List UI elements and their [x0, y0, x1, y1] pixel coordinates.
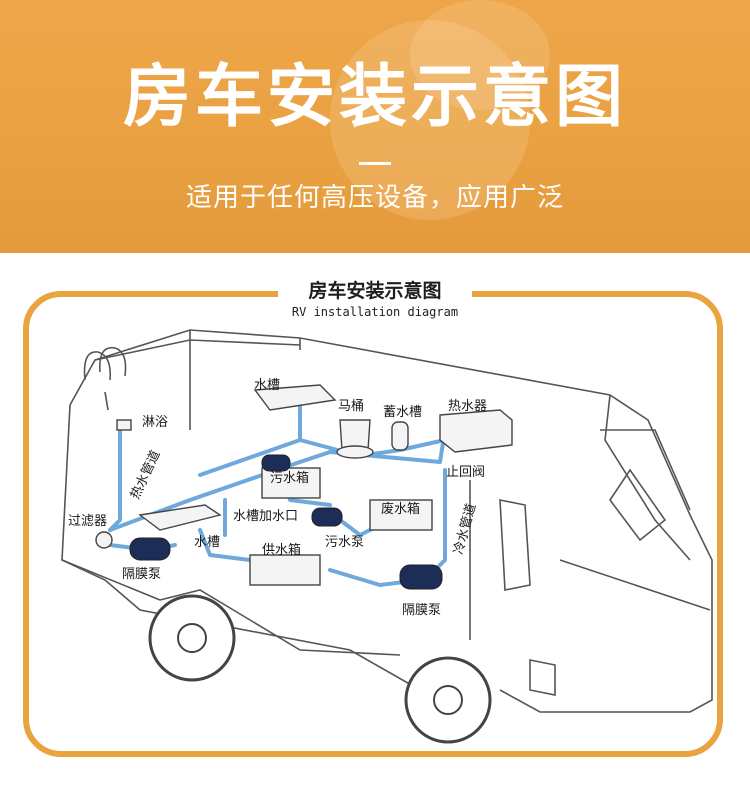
sewage-tank-icon: [261, 467, 321, 499]
filter-icon: [95, 531, 113, 549]
diaphragm-pump-left-icon: [129, 537, 171, 561]
rv-components: [95, 384, 513, 586]
storage-tank-icon: [391, 421, 409, 451]
diagram-title-en: RV installation diagram: [291, 305, 459, 319]
label-water-heater: 热水器: [448, 399, 487, 414]
pumps: [129, 454, 443, 590]
shower-head-icon: [116, 419, 132, 431]
front-wheel-hub: [177, 623, 207, 653]
sink-bottom-icon: [138, 504, 222, 531]
banner-subtitle: 适用于任何高压设备，应用广泛: [185, 183, 564, 213]
rv-wheels: [148, 594, 492, 744]
waste-tank-icon: [369, 499, 433, 531]
label-waste-tank: 废水箱: [381, 501, 420, 517]
label-diaphragm-pump-left: 隔膜泵: [122, 567, 161, 582]
label-hot-water-pipe: 热水管道: [128, 448, 164, 501]
label-check-valve: 止回阀: [446, 465, 485, 480]
sink-top-icon: [253, 384, 337, 411]
label-sink-bottom: 水槽: [194, 535, 220, 550]
label-toilet: 马桶: [338, 399, 364, 414]
supply-tank-icon: [249, 554, 321, 586]
banner-title: 房车安装示意图: [122, 58, 627, 137]
label-filter: 过滤器: [68, 514, 107, 529]
label-cold-water-pipe: 冷水管道: [451, 502, 479, 556]
label-sink-inlet: 水槽加水口: [233, 509, 298, 524]
label-sewage-pump: 污水泵: [325, 535, 364, 550]
banner-pump-watermark: [330, 20, 530, 220]
toilet-bowl-icon: [336, 445, 374, 459]
rv-body: [61, 329, 713, 713]
label-supply-tank: 供水箱: [262, 542, 301, 558]
diagram-title-zh: 房车安装示意图: [308, 280, 442, 302]
sewage-pump-icon: [311, 507, 343, 527]
label-sink-top: 水槽: [254, 378, 280, 393]
label-diaphragm-pump-right: 隔膜泵: [402, 603, 441, 618]
diaphragm-pump-right-icon: [399, 564, 443, 590]
banner-divider: [359, 162, 391, 165]
rear-wheel-hub: [433, 685, 463, 715]
label-sewage-tank: 污水箱: [270, 470, 309, 486]
sink-inlet-pump-icon: [261, 454, 291, 472]
label-shower: 淋浴: [142, 415, 168, 430]
label-storage-tank: 蓄水槽: [383, 405, 422, 420]
diagram-title-block: 房车安装示意图 RV installation diagram: [278, 278, 472, 328]
top-banner: 房车安装示意图 适用于任何高压设备，应用广泛: [0, 0, 750, 253]
banner-pump-watermark-2: [410, 0, 550, 110]
water-heater-icon: [439, 409, 513, 453]
